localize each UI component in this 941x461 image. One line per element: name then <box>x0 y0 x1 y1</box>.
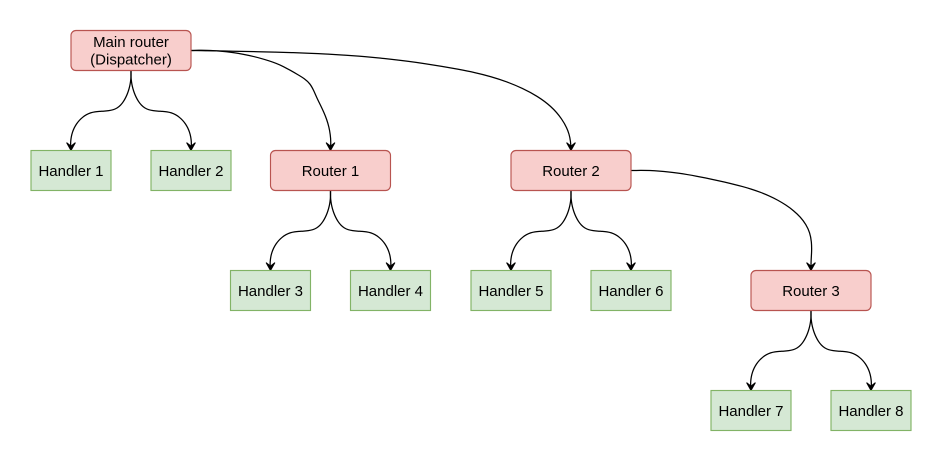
svg-text:Handler 3: Handler 3 <box>238 283 303 300</box>
svg-text:Main router: Main router <box>93 34 169 51</box>
svg-text:Router 3: Router 3 <box>782 283 840 300</box>
svg-text:Handler 2: Handler 2 <box>158 163 223 180</box>
svg-text:Handler 8: Handler 8 <box>838 403 903 420</box>
svg-text:Router 2: Router 2 <box>542 163 600 180</box>
svg-text:Router 1: Router 1 <box>302 163 360 180</box>
svg-text:Handler 6: Handler 6 <box>598 283 663 300</box>
svg-text:Handler 7: Handler 7 <box>718 403 783 420</box>
svg-text:Handler 1: Handler 1 <box>38 163 103 180</box>
svg-text:Handler 4: Handler 4 <box>358 283 423 300</box>
svg-text:Handler 5: Handler 5 <box>478 283 543 300</box>
svg-text:(Dispatcher): (Dispatcher) <box>90 51 172 68</box>
